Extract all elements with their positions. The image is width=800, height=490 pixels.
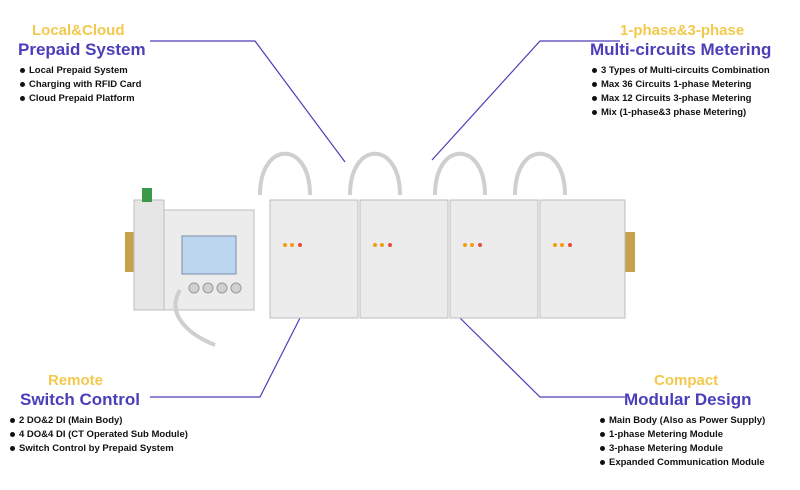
lcd-screen [181, 235, 237, 275]
list-item: Charging with RFID Card [18, 78, 146, 92]
metering-module-1 [269, 199, 359, 319]
button-icon [216, 282, 228, 294]
callout-prepaid-system: Local&Cloud Prepaid System Local Prepaid… [18, 22, 146, 106]
side-module [133, 199, 165, 311]
list-item: Max 12 Circuits 3-phase Metering [590, 92, 771, 106]
list-item: 1-phase Metering Module [598, 428, 765, 442]
meter-device-image [125, 151, 635, 347]
callout-subtitle: Remote [48, 372, 104, 389]
list-item: Max 36 Circuits 1-phase Metering [590, 78, 771, 92]
callout-title: Multi-circuits Metering [590, 40, 772, 59]
button-icon [202, 282, 214, 294]
button-icon [188, 282, 200, 294]
connector-bottom-right [459, 317, 625, 398]
feature-list: Main Body (Also as Power Supply) 1-phase… [598, 414, 765, 470]
loop-cable [433, 151, 487, 196]
list-item: Local Prepaid System [18, 64, 146, 78]
callout-subtitle: Local&Cloud [32, 22, 125, 39]
metering-module-3 [449, 199, 539, 319]
connector-top-right [431, 40, 620, 161]
din-rail-right [623, 232, 635, 272]
callout-title: Modular Design [624, 390, 752, 409]
callout-title: Prepaid System [18, 40, 146, 59]
feature-list: 2 DO&2 DI (Main Body) 4 DO&4 DI (CT Oper… [8, 414, 188, 456]
loop-cable [258, 151, 312, 196]
connector-top-left [150, 40, 346, 163]
callout-switch-control: Remote Switch Control 2 DO&2 DI (Main Bo… [8, 372, 188, 456]
feature-list: 3 Types of Multi-circuits Combination Ma… [590, 64, 771, 120]
list-item: 3-phase Metering Module [598, 442, 765, 456]
list-item: Expanded Communication Module [598, 456, 765, 470]
loop-cable [348, 151, 402, 196]
callout-modular-design: Compact Modular Design Main Body (Also a… [598, 372, 765, 470]
callout-subtitle: Compact [654, 372, 719, 389]
list-item: Main Body (Also as Power Supply) [598, 414, 765, 428]
list-item: 3 Types of Multi-circuits Combination [590, 64, 771, 78]
loop-cable [513, 151, 567, 196]
connector-bottom-left [150, 317, 301, 398]
callout-multi-circuits-metering: 1-phase&3-phase Multi-circuits Metering … [590, 22, 771, 120]
callout-title: Switch Control [20, 390, 140, 409]
list-item: Switch Control by Prepaid System [8, 442, 188, 456]
button-icon [230, 282, 242, 294]
list-item: 4 DO&4 DI (CT Operated Sub Module) [8, 428, 188, 442]
green-terminal [142, 188, 152, 202]
list-item: 2 DO&2 DI (Main Body) [8, 414, 188, 428]
metering-module-4 [539, 199, 626, 319]
list-item: Mix (1-phase&3 phase Metering) [590, 106, 771, 120]
cable [173, 288, 216, 347]
list-item: Cloud Prepaid Platform [18, 92, 146, 106]
metering-module-2 [359, 199, 449, 319]
callout-subtitle: 1-phase&3-phase [620, 22, 745, 39]
feature-list: Local Prepaid System Charging with RFID … [18, 64, 146, 106]
